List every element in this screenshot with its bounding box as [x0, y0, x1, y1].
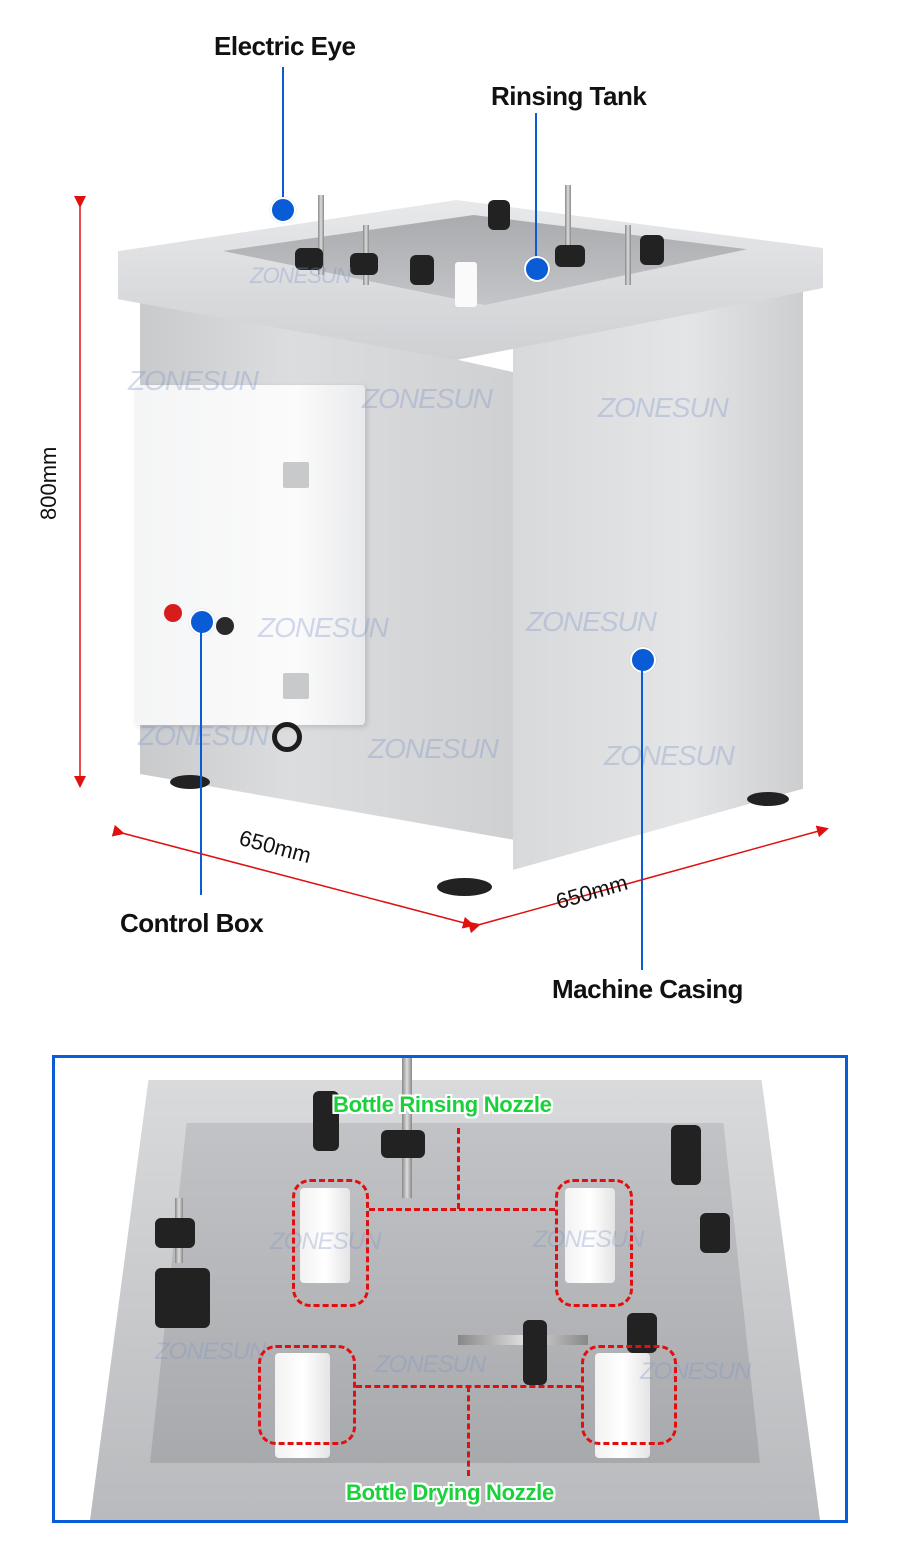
callout-line [200, 630, 202, 895]
drying-nozzle [275, 1353, 330, 1458]
control-box [135, 385, 365, 725]
watermark: ZONESUN [640, 1358, 751, 1385]
sensor-clamp [410, 255, 434, 285]
label-bottle-rinsing-nozzle: Bottle Rinsing Nozzle [333, 1092, 552, 1117]
callout-label-rinsing-tank: Rinsing Tank [491, 81, 647, 111]
selector-knob[interactable] [216, 617, 234, 635]
watermark: ZONESUN [533, 1226, 644, 1253]
clamp [555, 245, 585, 267]
sensor-clamp [640, 235, 664, 265]
sensor-clamp [488, 200, 510, 230]
rinsing-connector-stem [457, 1128, 460, 1209]
watermark: ZONESUN [138, 720, 269, 751]
watermark: ZONESUN [598, 392, 729, 423]
rinsing-nozzle-highlight-right [555, 1179, 633, 1307]
watermark: ZONESUN [250, 263, 352, 288]
bottle-nozzle-holder [455, 262, 477, 307]
watermark: ZONESUN [375, 1351, 486, 1378]
clamp [523, 1320, 547, 1385]
callout-dot-electric-eye [270, 197, 296, 223]
watermark: ZONESUN [258, 612, 389, 643]
rinsing-nozzle-highlight-left [292, 1179, 369, 1307]
clamp [295, 248, 323, 270]
clamp [700, 1213, 730, 1253]
tank-top-view-floor [150, 1123, 760, 1463]
clamp [350, 253, 378, 275]
sensor-clamp [313, 1091, 339, 1151]
drying-connector-stem [467, 1386, 470, 1476]
dimension-height: 800mm [36, 446, 61, 520]
callout-line [535, 113, 537, 263]
drying-nozzle-highlight-right [581, 1345, 677, 1445]
watermark: ZONESUN [362, 383, 493, 414]
rinsing-nozzle [565, 1188, 615, 1283]
callout-line [641, 670, 643, 970]
sensor-clamp [155, 1268, 210, 1328]
clamp [155, 1218, 195, 1248]
hinge [283, 462, 309, 488]
callout-label-electric-eye: Electric Eye [214, 31, 356, 61]
stop-button[interactable] [164, 604, 182, 622]
sensor-clamp [671, 1125, 701, 1185]
caster-wheel [272, 722, 302, 752]
foot [747, 792, 789, 806]
watermark: ZONESUN [270, 1228, 381, 1255]
drying-nozzle-highlight-left [258, 1345, 356, 1445]
callout-label-machine-casing: Machine Casing [552, 974, 743, 1004]
machine-casing-front [513, 290, 803, 870]
callout-dot-control-box [189, 609, 215, 635]
nozzle-rod [402, 1058, 412, 1198]
callout-dot-machine-casing [630, 647, 656, 673]
watermark: ZONESUN [128, 365, 259, 396]
nozzle-rod [565, 185, 571, 265]
nozzle-rod [318, 195, 324, 275]
watermark: ZONESUN [155, 1338, 266, 1365]
rinsing-connector-line [369, 1208, 555, 1211]
nozzle-detail-panel: ZONESUN ZONESUN ZONESUN ZONESUN ZONESUN … [52, 1055, 848, 1523]
callout-line [282, 67, 284, 207]
clamp [381, 1130, 425, 1158]
callout-dot-rinsing-tank [524, 256, 550, 282]
watermark: ZONESUN [368, 733, 499, 764]
dimension-lines [74, 196, 829, 934]
label-bottle-drying-nozzle: Bottle Drying Nozzle [346, 1480, 554, 1505]
watermark: ZONESUN [604, 740, 735, 771]
drying-nozzle [595, 1353, 650, 1458]
rinsing-nozzle [300, 1188, 350, 1283]
hinge [283, 673, 309, 699]
nozzle-rod [625, 225, 631, 285]
watermark: ZONESUN [526, 606, 657, 637]
